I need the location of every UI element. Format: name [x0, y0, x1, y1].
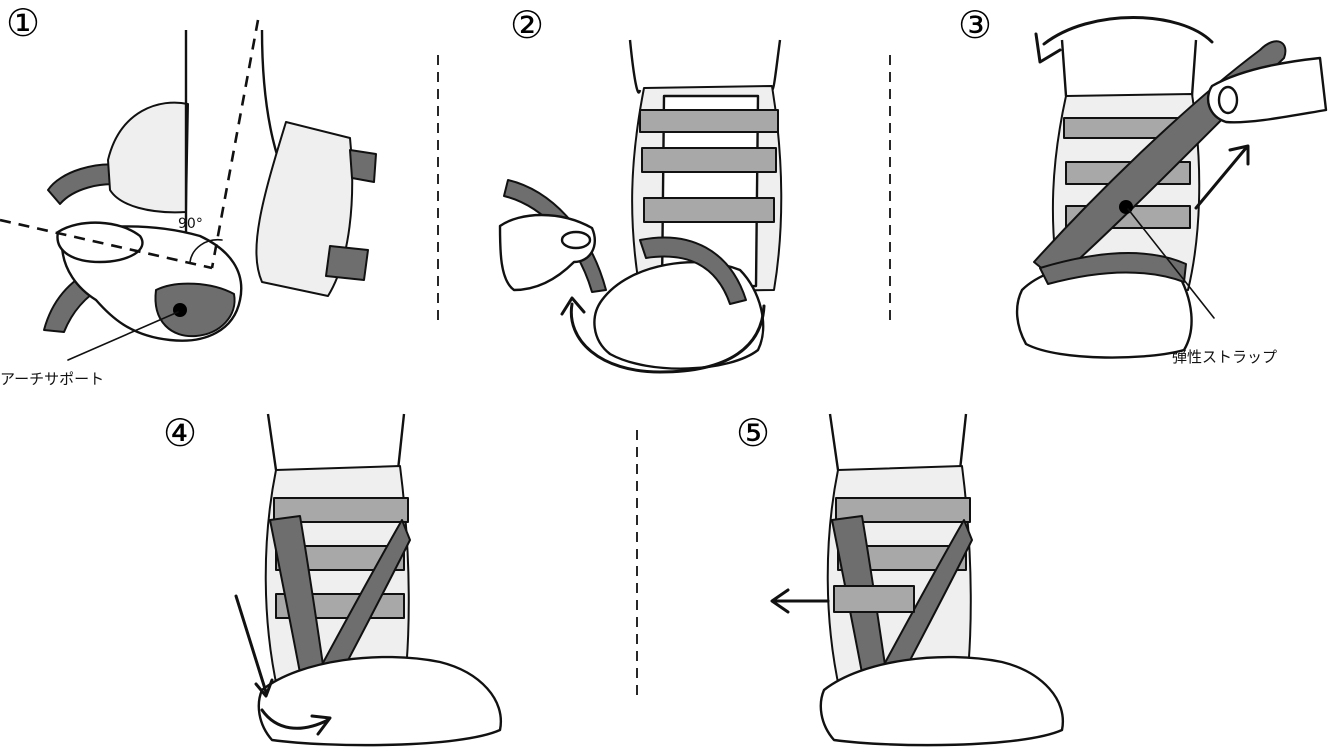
step2-mid-band: [642, 148, 776, 172]
step-1-illustration: [0, 20, 376, 360]
step1-arch-dot: [173, 303, 187, 317]
step3-thumbnail: [1219, 87, 1237, 113]
step1-inner-pad: [108, 103, 188, 213]
step4-down-arrow: [236, 596, 266, 692]
step-5-illustration: [772, 414, 1063, 745]
step-4-illustration: [236, 414, 501, 745]
step-2-illustration: [500, 40, 781, 372]
step5-final-band: [834, 586, 914, 612]
step3-rotation-arrow: [1044, 18, 1212, 45]
step4-leg: [268, 414, 404, 470]
step1-upper-side-strap: [350, 150, 376, 182]
step5-leg: [830, 414, 966, 470]
step1-shin-guide: [212, 20, 258, 268]
step2-leg: [630, 40, 780, 93]
step3-rotation-arrowhead: [1036, 34, 1060, 62]
step2-thumbnail: [562, 232, 590, 248]
step2-low-band: [644, 198, 774, 222]
step1-lower-side-strap: [326, 246, 368, 280]
step-3-illustration: [1017, 18, 1326, 358]
step3-pull-arrow: [1196, 148, 1246, 208]
step2-hand: [500, 215, 595, 290]
step3-leg: [1062, 40, 1196, 96]
step2-top-band: [640, 110, 778, 132]
